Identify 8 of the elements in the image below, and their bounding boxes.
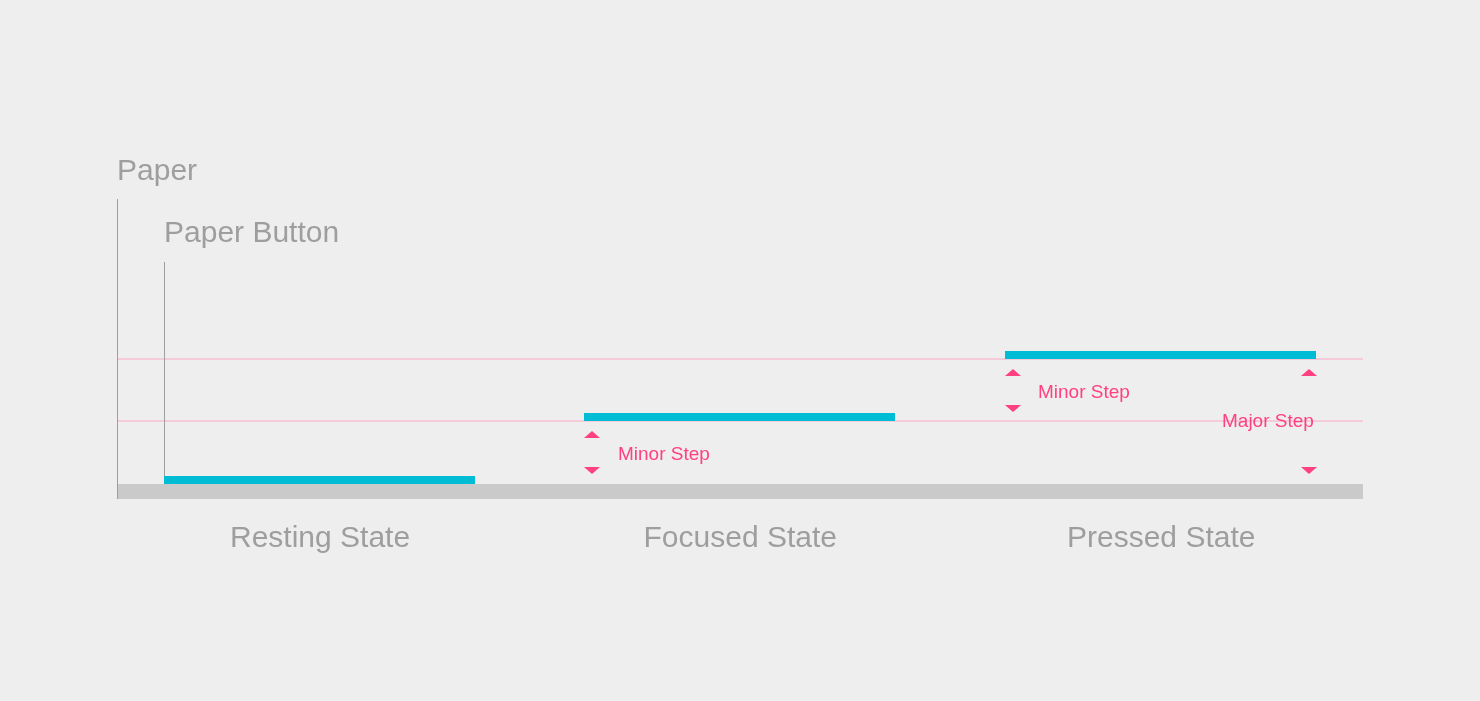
state-label: Focused State	[643, 521, 837, 552]
step-label: Major Step	[1222, 410, 1314, 430]
layer-label: Paper Button	[164, 216, 340, 247]
state-label: Pressed State	[1067, 521, 1256, 552]
state-label: Resting State	[230, 521, 411, 552]
step-label: Minor Step	[618, 443, 710, 463]
layer-label: Paper	[117, 154, 198, 185]
step-label: Minor Step	[1038, 381, 1130, 401]
